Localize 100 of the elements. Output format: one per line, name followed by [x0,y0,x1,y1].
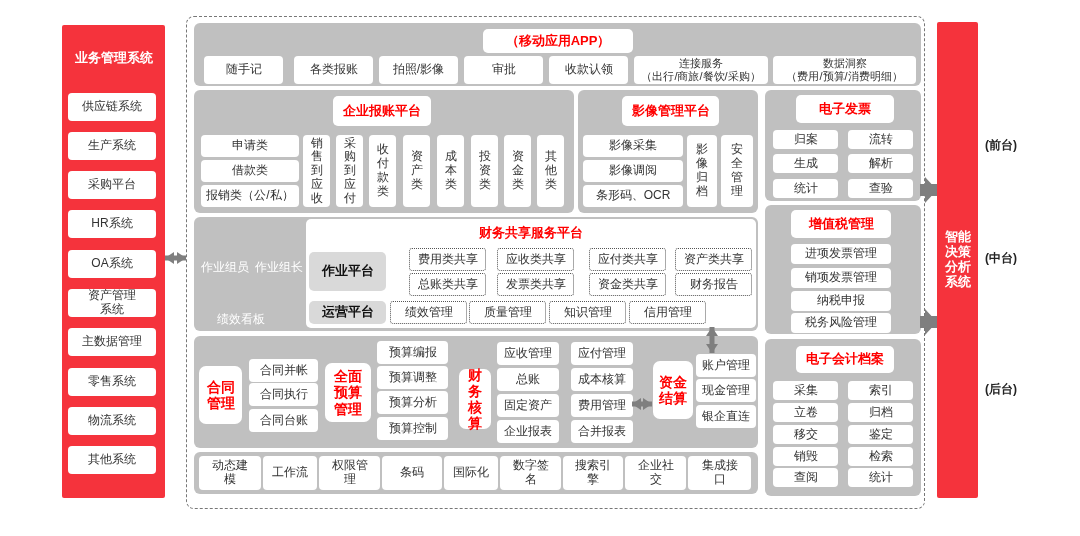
module-box: 流转 [848,130,913,149]
module-box: 费用管理 [571,394,633,417]
service-box: 知识管理 [549,301,626,324]
module-box: 解析 [848,154,913,173]
module-box: 固定资产 [497,394,559,417]
service-box: 费用类共享 [409,248,486,271]
module-box: 鉴定 [848,425,913,444]
module-box: 检索 [848,447,913,466]
platform-panel [765,339,921,496]
platform-label-box: 运营平台 [309,301,386,324]
module-box: 销项发票管理 [791,268,891,288]
service-box: 资产类共享 [675,248,752,271]
module-title-box: 财务核算 [459,369,491,429]
platform-panel [194,23,921,86]
module-box: 账户管理 [696,354,756,377]
module-box: 条形码、OCR [583,185,683,207]
module-box: 查验 [848,179,913,198]
platform-title-box: 影像管理平台 [622,96,719,126]
module-box: 纳税申报 [791,291,891,311]
module-box: 生产系统 [68,132,156,160]
module-box: 应付管理 [571,342,633,365]
module-box: 银企直连 [696,405,756,428]
module-title-box: 资金结算 [653,361,693,419]
module-box: 国际化 [444,456,498,490]
service-box: 应收类共享 [497,248,574,271]
module-box: 资产类 [403,135,430,207]
module-box: 申请类 [201,135,299,157]
panel-title: 业务管理系统 [73,49,154,67]
module-box: 税务风险管理 [791,313,891,333]
module-box: 合并报表 [571,420,633,443]
module-box: 其他系统 [68,446,156,474]
arrow [920,177,937,203]
module-box: 供应链系统 [68,93,156,121]
module-box: 索引 [848,381,913,400]
role-label: 作业组长 [254,258,304,276]
module-box: 合同并帐 [249,359,318,382]
module-box: 合同执行 [249,383,318,406]
role-label: 作业组员 [200,258,250,276]
service-box: 发票类共享 [497,273,574,296]
module-box: 数据洞察（费用/预算/消费明细） [773,56,916,84]
module-box: 影像采集 [583,135,683,157]
module-box: 预算调整 [377,366,448,389]
platform-panel [194,336,758,448]
double-arrow [632,398,652,410]
module-box: 物流系统 [68,407,156,435]
platform-title-box: 企业报账平台 [333,96,431,126]
platform-panel [765,90,921,201]
module-box: 归档 [848,403,913,422]
module-title-box: 全面预算管理 [325,363,371,422]
service-box: 信用管理 [629,301,706,324]
module-box: 权限管理 [319,456,380,490]
module-box: 预算编报 [377,341,448,364]
module-box: 移交 [773,425,838,444]
double-arrow [706,327,718,353]
role-label: 绩效看板 [216,310,266,328]
service-box: 资金类共享 [589,273,666,296]
module-box: 进项发票管理 [791,244,891,264]
platform-panel [194,452,758,494]
module-box: 收款认领 [549,56,628,84]
module-box: 查阅 [773,468,838,487]
module-box: 预算分析 [377,391,448,414]
module-box: 应收管理 [497,342,559,365]
service-box: 质量管理 [469,301,546,324]
module-box: 零售系统 [68,368,156,396]
service-box: 应付类共享 [589,248,666,271]
module-box: 审批 [464,56,543,84]
module-box: 影像归档 [687,135,717,207]
system-panel [62,25,165,498]
module-box: 收付款类 [369,135,396,207]
module-box: 资金类 [504,135,531,207]
module-box: 连接服务（出行/商旅/餐饮/采购） [634,56,768,84]
module-box: 采购平台 [68,171,156,199]
module-box: 数字签名 [500,456,561,490]
module-box: 销毁 [773,447,838,466]
module-box: 投资类 [471,135,498,207]
module-box: 现金管理 [696,379,756,402]
tier-label: (后台) [985,381,1017,398]
module-box: 统计 [848,468,913,487]
module-box: 搜索引擎 [563,456,623,490]
module-box: 动态建模 [199,456,261,490]
module-box: 立卷 [773,403,838,422]
dashed-frame [186,16,925,509]
service-box: 财务报告 [675,273,752,296]
platform-panel [578,90,758,213]
arrow [920,309,937,335]
module-box: 主数据管理 [68,328,156,356]
platform-title-box: 电子会计档案 [796,346,894,373]
module-box: 统计 [773,179,838,198]
module-box: 采集 [773,381,838,400]
service-box: 总账类共享 [409,273,486,296]
module-box: 其他类 [537,135,564,207]
panel-title: 财务共享服务平台 [478,224,584,242]
tier-label: (中台) [985,250,1017,267]
module-box: 生成 [773,154,838,173]
decision-system-bar: 智能决策分析系统 [937,22,978,498]
module-box: 企业报表 [497,420,559,443]
module-box: 预算控制 [377,417,448,440]
module-box: 报销类（公/私） [201,185,299,207]
module-box: HR系统 [68,210,156,238]
module-box: 归案 [773,130,838,149]
